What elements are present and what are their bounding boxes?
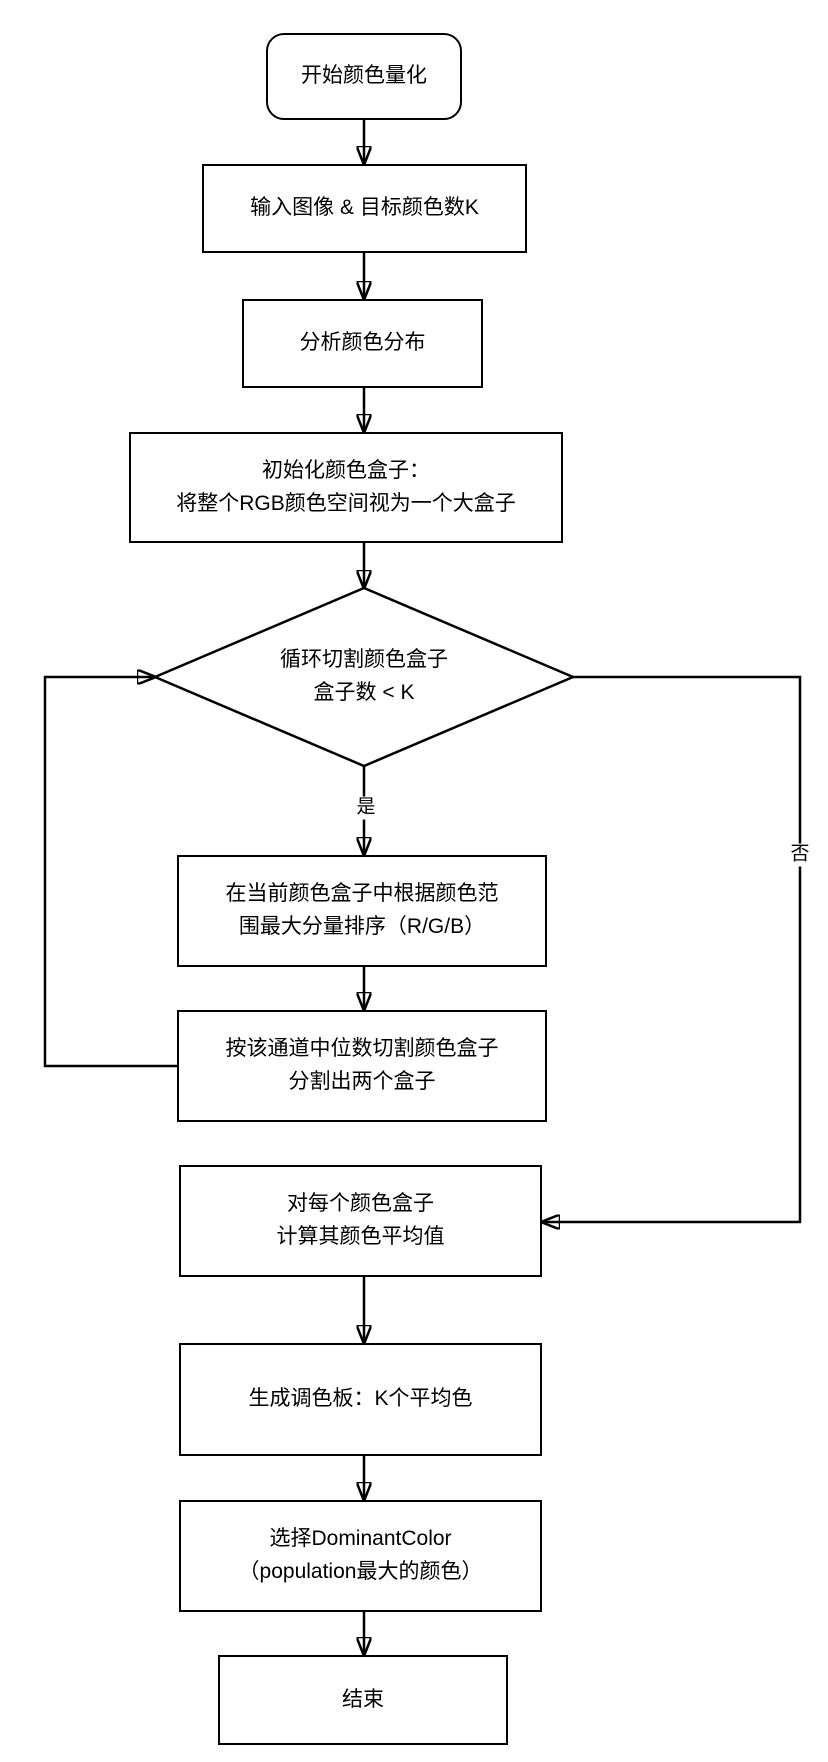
node-input-label: 输入图像 & 目标颜色数K	[250, 196, 479, 220]
node-analyze-label: 分析颜色分布	[299, 331, 426, 355]
node-end: 结束	[218, 1655, 508, 1745]
node-loop-line1: 循环切割颜色盒子	[280, 648, 448, 672]
node-input-image: 输入图像 & 目标颜色数K	[202, 164, 527, 253]
node-average-line2: 计算其颜色平均值	[276, 1225, 445, 1248]
node-init-line2: 将整个RGB颜色空间视为一个大盒子	[176, 491, 516, 515]
node-sort-line1: 在当前颜色盒子中根据颜色范	[225, 882, 499, 906]
node-compute-average: 对每个颜色盒子 计算其颜色平均值	[179, 1165, 542, 1277]
node-analyze-distribution: 分析颜色分布	[242, 299, 483, 388]
node-loop-line2: 盒子数 < K	[313, 681, 415, 704]
node-init-line1: 初始化颜色盒子：	[262, 458, 430, 482]
edge-label-no: 否	[788, 843, 812, 867]
node-end-label: 结束	[342, 1687, 384, 1711]
node-init-color-box: 初始化颜色盒子： 将整个RGB颜色空间视为一个大盒子	[129, 432, 563, 543]
node-start-label: 开始颜色量化	[301, 64, 427, 88]
node-average-line1: 对每个颜色盒子	[287, 1192, 434, 1216]
edge-decision-no-to-average	[542, 675, 802, 1222]
node-generate-palette: 生成调色板：K个平均色	[179, 1343, 542, 1456]
node-palette-label: 生成调色板：K个平均色	[248, 1387, 473, 1411]
node-dominant-line2: （population最大的颜色）	[238, 1560, 483, 1583]
node-start: 开始颜色量化	[266, 33, 462, 120]
node-sort-by-max-range: 在当前颜色盒子中根据颜色范 围最大分量排序（R/G/B）	[177, 855, 547, 967]
node-split-line1: 按该通道中位数切割颜色盒子	[225, 1037, 499, 1061]
node-select-dominant-color: 选择DominantColor （population最大的颜色）	[179, 1500, 542, 1612]
node-loop-decision: 循环切割颜色盒子 盒子数 < K	[214, 627, 514, 727]
edge-label-yes: 是	[354, 796, 378, 820]
node-median-split: 按该通道中位数切割颜色盒子 分割出两个盒子	[177, 1010, 547, 1122]
edge-split-loopback-to-decision	[43, 677, 177, 1068]
node-dominant-line1: 选择DominantColor	[269, 1527, 452, 1551]
node-split-line2: 分割出两个盒子	[288, 1070, 436, 1093]
node-sort-line2: 围最大分量排序（R/G/B）	[238, 915, 486, 938]
